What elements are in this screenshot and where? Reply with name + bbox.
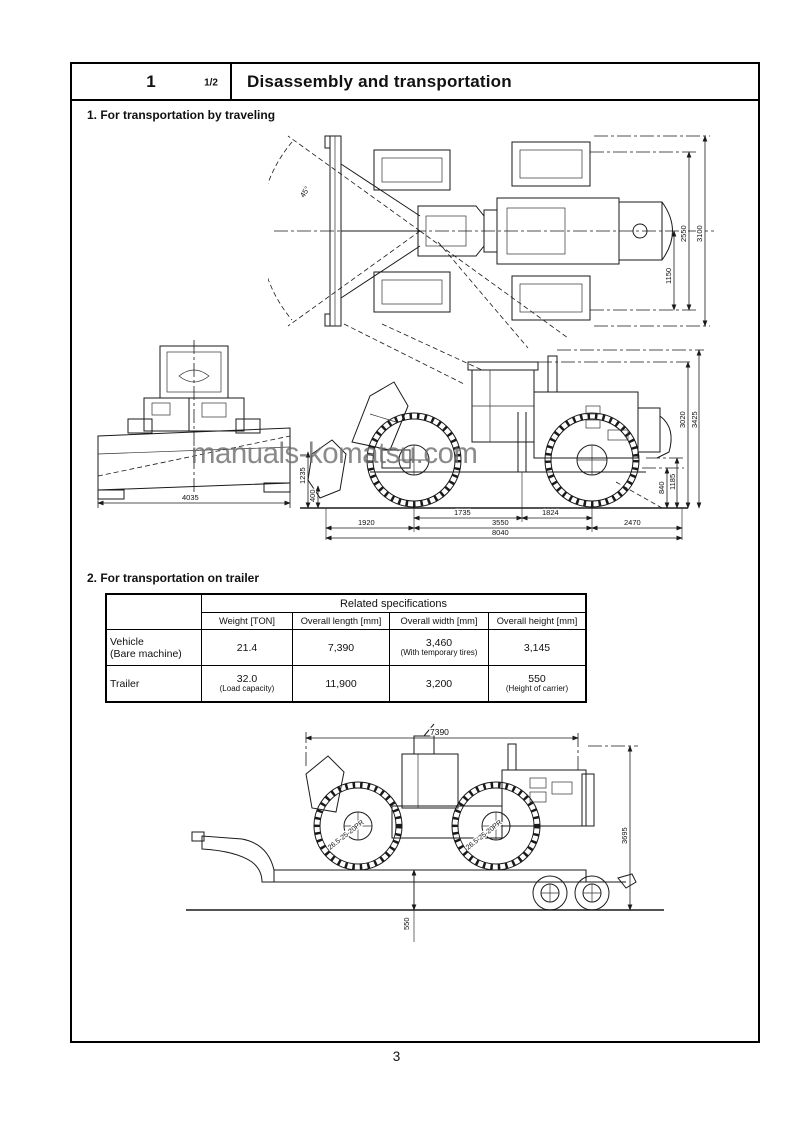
dim-blade-width: 4035	[182, 493, 199, 502]
figure-front-view: 4035	[82, 336, 307, 514]
col-header-width: Overall width [mm]	[389, 612, 489, 630]
side-front-wheel	[366, 412, 462, 508]
trailer-width: 3,200	[425, 677, 453, 690]
dim-wheelbase: 3550	[492, 518, 509, 527]
side-view-drawing: 840 1185 3020 3425 1235 400 1735 1824	[297, 323, 704, 541]
trailer-label: Trailer	[110, 677, 140, 690]
trailer-height: 550	[528, 673, 546, 686]
dim-overall-length: 8040	[492, 528, 509, 537]
vehicle-height: 3,145	[523, 641, 551, 654]
col-header-length: Overall length [mm]	[292, 612, 390, 630]
dim-overall-height: 3425	[690, 411, 699, 428]
dim-front-overhang: 1920	[358, 518, 375, 527]
dim-cab-height: 3020	[678, 411, 687, 428]
trailer-length: 11,900	[325, 677, 357, 690]
vehicle-sublabel: (Bare machine)	[110, 647, 182, 660]
plan-view-drawing: 1150 2550 3100 45°	[268, 135, 714, 349]
col-header-height: Overall height [mm]	[488, 612, 587, 630]
side-rear-wheel	[544, 412, 640, 508]
table-blank-cell	[105, 593, 202, 630]
figure-side-view: 840 1185 3020 3425 1235 400 1735 1824	[286, 322, 710, 544]
dim-overall-width: 3100	[695, 225, 704, 242]
figure-plan-view: 1150 2550 3100 45°	[268, 112, 720, 350]
table-row-vehicle: Vehicle (Bare machine) 21.4 7,390 3,460 …	[105, 629, 587, 666]
machine-front-wheel	[313, 781, 403, 871]
vehicle-label: Vehicle	[110, 635, 144, 648]
figure-trailer-view: 26.5-25-20PR 26.5-25-20PR 7390 3695 550	[178, 718, 672, 948]
spec-table: Related specifications Weight [TON] Over…	[105, 593, 587, 703]
dim-tread: 2550	[679, 225, 688, 242]
dim-hub-height: 1185	[668, 474, 677, 490]
dim-machine-length: 7390	[430, 727, 449, 737]
table-header-row: Weight [TON] Overall length [mm] Overall…	[106, 612, 587, 630]
dim-axle-to-joint: 1735	[454, 508, 471, 517]
section-2-heading: 2. For transportation on trailer	[87, 571, 260, 585]
chapter-page-ref: 1/2	[204, 76, 218, 88]
dim-deck-height: 550	[402, 917, 411, 930]
front-view-drawing: 4035	[97, 340, 291, 508]
header-chapter-cell: 1 1/2	[72, 64, 232, 99]
tire-label-front: 26.5-25-20PR	[327, 819, 366, 851]
page-header: 1 1/2 Disassembly and transportation	[72, 64, 758, 101]
vehicle-weight: 21.4	[236, 641, 258, 654]
dim-blade-height: 1235	[298, 467, 307, 484]
trailer-wheel-2	[574, 875, 610, 911]
dim-swing-angle: 45°	[298, 185, 312, 199]
trailer-view-drawing: 26.5-25-20PR 26.5-25-20PR 7390 3695 550	[186, 723, 664, 942]
vehicle-width: 3,460	[425, 637, 453, 650]
vehicle-length: 7,390	[327, 641, 355, 654]
trailer-height-note: (Height of carrier)	[505, 684, 569, 694]
trailer-wheel-1	[532, 875, 568, 911]
page-number: 3	[392, 1049, 401, 1064]
vehicle-width-note: (With temporary tires)	[400, 648, 478, 658]
dim-rear-overhang: 2470	[624, 518, 641, 527]
trailer-weight: 32.0	[236, 673, 258, 686]
table-title: Related specifications	[201, 593, 587, 613]
dim-step-height: 400	[308, 489, 317, 502]
dim-ground-hub: 840	[657, 481, 666, 494]
dim-trailer-overall-height: 3695	[620, 827, 629, 844]
section-1-heading: 1. For transportation by traveling	[87, 108, 276, 122]
page-title: Disassembly and transportation	[247, 71, 512, 91]
trailer-weight-note: (Load capacity)	[219, 684, 275, 694]
tire-label-rear: 26.5-25-20PR	[465, 819, 504, 851]
col-header-weight: Weight [TON]	[201, 612, 293, 630]
dim-joint-to-axle: 1824	[542, 508, 559, 517]
dim-half-width: 1150	[664, 268, 673, 284]
table-row-trailer: Trailer 32.0 (Load capacity) 11,900 3,20…	[105, 665, 587, 703]
table-title-row: Related specifications	[105, 593, 587, 630]
chapter-number: 1	[146, 71, 156, 91]
